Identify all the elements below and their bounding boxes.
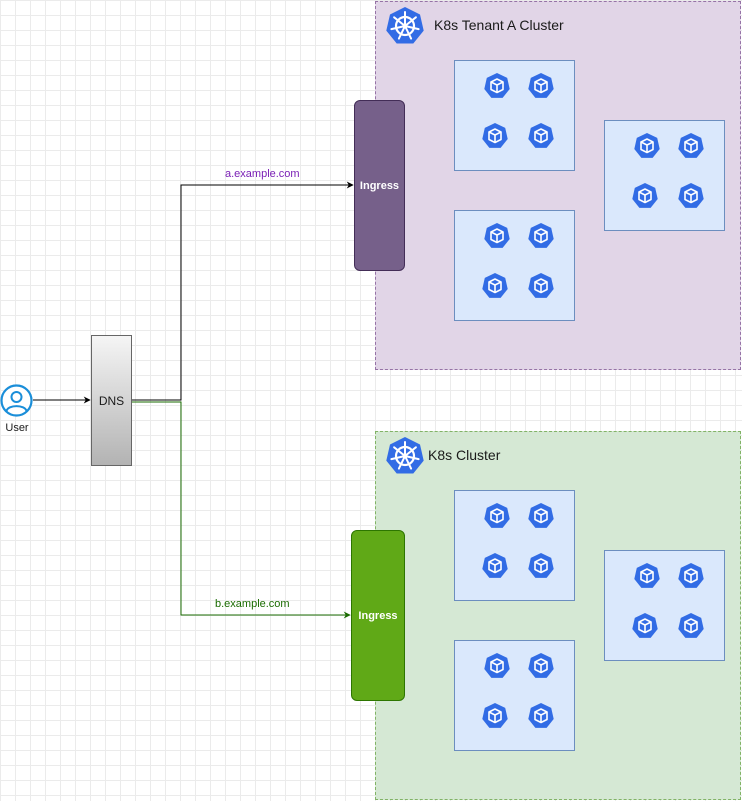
ingress-k8s-cluster[interactable]: Ingress [351, 530, 405, 701]
dns-node[interactable]: DNS [91, 335, 132, 466]
route-label-a: a.example.com [225, 168, 300, 180]
ingress-tenant-a[interactable]: Ingress [354, 100, 405, 271]
route-label-b: b.example.com [215, 598, 290, 610]
node-box[interactable] [454, 640, 575, 751]
node-box[interactable] [604, 550, 725, 661]
node-box[interactable] [454, 210, 575, 321]
route-b-arrow [132, 401, 351, 619]
route-a-arrow [132, 181, 354, 401]
dns-label: DNS [98, 393, 125, 408]
ingress-label: Ingress [358, 609, 398, 622]
node-box[interactable] [454, 60, 575, 171]
user-icon[interactable] [0, 384, 33, 417]
cluster-title: K8s Tenant A Cluster [434, 17, 564, 33]
cluster-title: K8s Cluster [428, 447, 501, 463]
ingress-label: Ingress [359, 179, 400, 192]
node-box[interactable] [604, 120, 725, 231]
node-box[interactable] [454, 490, 575, 601]
user-label: User [5, 422, 29, 434]
